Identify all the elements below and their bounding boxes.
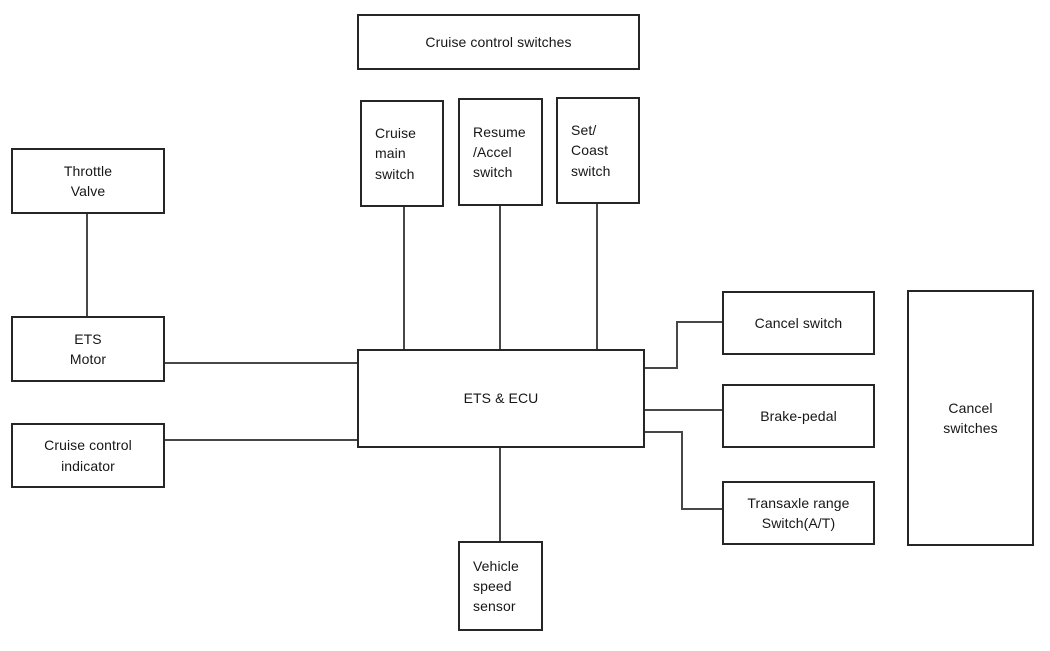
box-brake-pedal: Brake-pedal xyxy=(722,384,875,448)
box-brake-pedal-label: Brake-pedal xyxy=(760,407,837,424)
box-cruise-control-switches: Cruise control switches xyxy=(357,14,640,70)
connector-indicator-to-ecu xyxy=(165,439,357,441)
connector-cruisemain-to-ecu xyxy=(403,207,405,350)
connector-setcoast-to-ecu xyxy=(596,203,598,350)
box-ets-motor-label: ETS Motor xyxy=(69,330,107,367)
connector-ecu-to-cancelswitch-seg3 xyxy=(676,321,722,323)
box-set-coast-switch-label: Set/ Coast switch xyxy=(571,122,611,179)
box-cruise-control-indicator-label: Cruise control indicator xyxy=(44,437,132,474)
box-ets-ecu-label: ETS & ECU xyxy=(463,390,539,407)
box-cruise-control-switches-label: Cruise control switches xyxy=(425,33,572,50)
box-throttle-valve-label: Throttle Valve xyxy=(63,162,113,199)
box-vehicle-speed-sensor-label: Vehicle speed sensor xyxy=(473,557,519,615)
box-cruise-control-indicator: Cruise control indicator xyxy=(11,423,165,488)
box-resume-accel-switch: Resume /Accel switch xyxy=(458,98,543,206)
connector-etsmotor-to-ecu xyxy=(165,362,357,364)
box-cancel-switches: Cancel switches xyxy=(907,290,1034,546)
box-ets-ecu: ETS & ECU xyxy=(357,349,645,448)
box-throttle-valve: Throttle Valve xyxy=(11,148,165,214)
box-cruise-main-switch: Cruise main switch xyxy=(360,100,444,207)
connector-ecu-to-transaxle-seg1 xyxy=(645,431,683,433)
connector-ecu-to-brakepedal xyxy=(645,409,722,411)
box-resume-accel-switch-label: Resume /Accel switch xyxy=(473,123,526,181)
box-cancel-switch-label: Cancel switch xyxy=(754,314,843,331)
connector-ecu-to-cancelswitch-seg1 xyxy=(645,367,678,369)
connector-throttle-to-etsmotor xyxy=(86,213,88,316)
connector-ecu-to-transaxle-seg2 xyxy=(681,431,683,510)
box-ets-motor: ETS Motor xyxy=(11,316,165,382)
box-cancel-switches-label: Cancel switches xyxy=(943,399,998,436)
box-vehicle-speed-sensor: Vehicle speed sensor xyxy=(458,541,543,631)
box-transaxle-range-switch-label: Transaxle range Switch(A/T) xyxy=(747,494,850,531)
connector-resumeaccel-to-ecu xyxy=(499,205,501,350)
box-cancel-switch: Cancel switch xyxy=(722,291,875,355)
connector-ecu-to-transaxle-seg3 xyxy=(681,508,722,510)
box-transaxle-range-switch: Transaxle range Switch(A/T) xyxy=(722,481,875,545)
box-set-coast-switch: Set/ Coast switch xyxy=(556,97,640,204)
box-cruise-main-switch-label: Cruise main switch xyxy=(375,125,417,182)
connector-ecu-to-cancelswitch-seg2 xyxy=(676,321,678,369)
connector-ecu-to-speedsensor xyxy=(499,448,501,541)
